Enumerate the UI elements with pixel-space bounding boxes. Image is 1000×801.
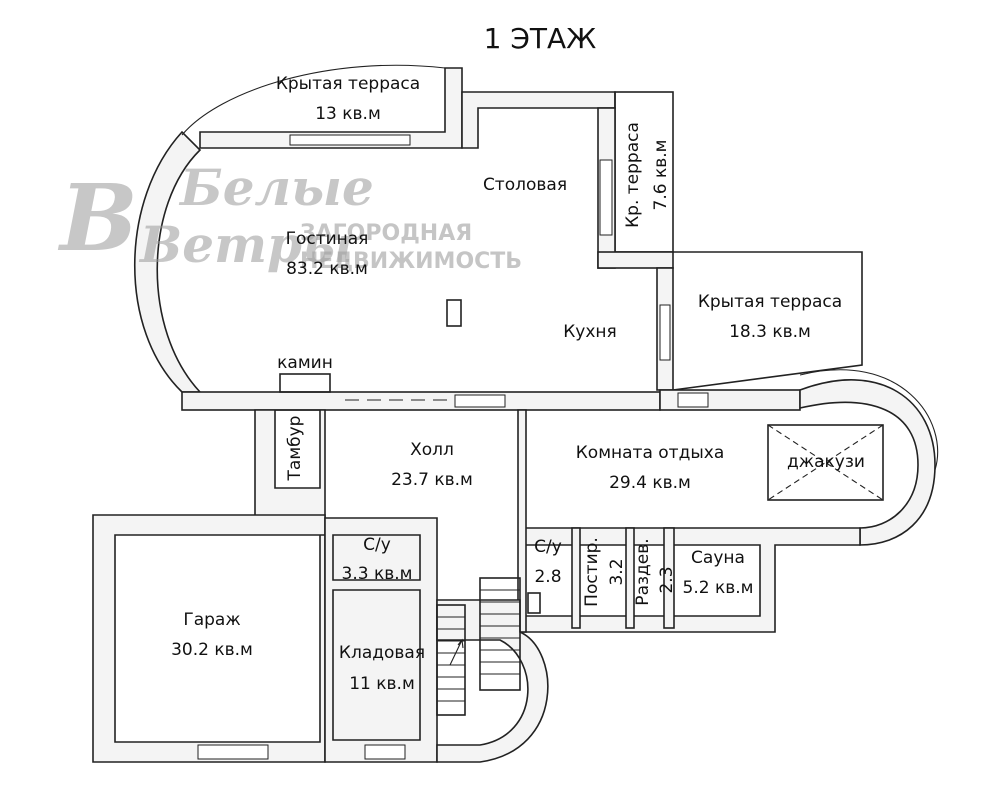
window-storage	[364, 744, 406, 760]
wall-kitchen-top	[597, 251, 674, 269]
wall-top-link	[461, 91, 616, 149]
column	[446, 299, 462, 327]
window-lounge-top	[677, 392, 709, 408]
window-living-bottom	[454, 394, 506, 408]
dining-name: Столовая	[483, 175, 567, 195]
wall-part-3	[663, 527, 675, 629]
window-terrace-top	[289, 134, 411, 146]
window-garage	[197, 744, 269, 760]
small-box	[527, 592, 541, 614]
wc1-area: 3.3 кв.м	[342, 564, 413, 584]
terrace-top-wall	[199, 67, 463, 149]
wall-living-bottom	[181, 391, 661, 411]
fireplace-box	[279, 373, 331, 393]
terrace-top-area: 13 кв.м	[315, 104, 381, 124]
garage-name: Гараж	[183, 610, 240, 630]
wall-part-2	[625, 527, 635, 629]
lounge-name: Комната отдыха	[576, 443, 725, 463]
sauna-name: Сауна	[691, 548, 745, 568]
storage-walls	[324, 517, 438, 763]
laundry-area: 3.2	[607, 558, 627, 585]
jacuzzi-tub	[767, 424, 884, 501]
jacuzzi-label: джакузи	[787, 452, 865, 472]
watermark-text-line2: НЕДВИЖИМОСТЬ	[300, 249, 522, 274]
window-dining	[599, 159, 613, 236]
watermark-logo-line1: Белые	[178, 158, 374, 217]
wc1-name: С/у	[363, 535, 391, 555]
garage-walls	[92, 514, 326, 763]
wall-part-1	[571, 527, 581, 629]
outer-curve	[799, 369, 939, 471]
storage-area: 11 кв.м	[349, 674, 415, 694]
changing-area: 2.3	[657, 566, 677, 593]
kitchen-name: Кухня	[563, 322, 617, 342]
watermark-logo-line2: Ветры	[138, 215, 353, 274]
floor-title: 1 ЭТАЖ	[484, 22, 597, 55]
watermark-text-line1: ЗАГОРОДНАЯ	[300, 221, 472, 246]
watermark-logo-b: B	[57, 164, 138, 272]
terrace-arc	[181, 64, 446, 136]
hall-area: 23.7 кв.м	[391, 470, 473, 490]
wall-hall-lounge	[517, 409, 527, 633]
staircase	[436, 577, 521, 716]
fireplace-label: камин	[277, 353, 333, 373]
living-name: Гостиная	[286, 229, 369, 249]
changing-name: Раздев.	[633, 538, 653, 605]
laundry-name: Постир.	[582, 537, 602, 607]
watermark: B Белые Ветры ЗАГОРОДНАЯ НЕДВИЖИМОСТЬ	[57, 158, 522, 274]
terrace-right-area: 18.3 кв.м	[729, 322, 811, 342]
window-kitchen	[659, 304, 671, 361]
lounge-area: 29.4 кв.м	[609, 473, 691, 493]
garage-area: 30.2 кв.м	[171, 640, 253, 660]
storage-name: Кладовая	[339, 643, 425, 663]
wc2-name: С/у	[534, 537, 562, 557]
terrace-small-name: Кр. терраса	[623, 122, 643, 228]
hall-name: Холл	[410, 440, 454, 460]
terrace-small-area: 7.6 кв.м	[651, 140, 671, 211]
wc2-area: 2.8	[534, 567, 561, 587]
sauna-area: 5.2 кв.м	[683, 578, 754, 598]
vestibule-label: Тамбур	[285, 416, 305, 482]
terrace-right-name: Крытая терраса	[698, 292, 842, 312]
living-area: 83.2 кв.м	[286, 259, 368, 279]
right-terrace-frame	[672, 251, 863, 391]
terrace-top-name: Крытая терраса	[276, 74, 420, 94]
